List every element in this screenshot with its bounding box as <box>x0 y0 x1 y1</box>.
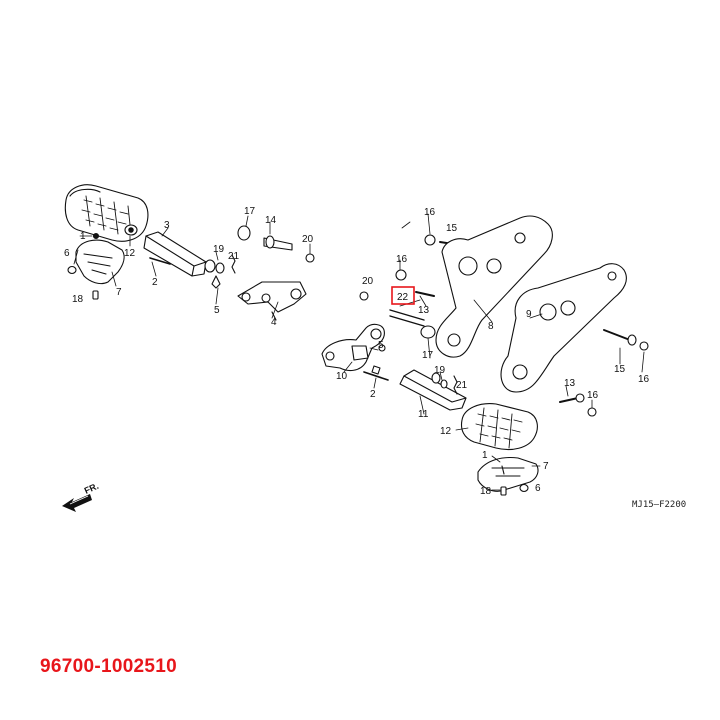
callout-21: 21 <box>228 251 240 262</box>
callout-9: 9 <box>526 309 532 320</box>
callout-7-right: 7 <box>543 461 549 472</box>
center-hardware <box>359 234 467 339</box>
right-pedal-shaft <box>399 369 467 411</box>
callout-8: 8 <box>488 321 494 332</box>
callout-16-right: 16 <box>587 390 599 401</box>
front-direction-label: FR. <box>83 481 100 496</box>
callout-18-right: 18 <box>480 486 492 497</box>
callout-19: 19 <box>213 244 225 255</box>
part-number: 96700-1002510 <box>40 656 178 677</box>
callout-21-center: 21 <box>456 380 468 391</box>
callout-3: 3 <box>164 220 170 231</box>
callout-7: 7 <box>116 287 122 298</box>
callout-10: 10 <box>336 371 348 382</box>
right-hanger-plate-rear <box>500 263 627 393</box>
callout-22: 22 <box>397 292 409 303</box>
right-hardware <box>559 329 649 417</box>
callout-5-center: 5 <box>378 340 384 351</box>
right-hanger-plate-front <box>435 215 553 358</box>
callout-16: 16 <box>424 207 436 218</box>
callout-2-center: 2 <box>370 389 376 400</box>
callout-11: 11 <box>418 409 429 420</box>
callout-5: 5 <box>214 305 220 316</box>
right-footpeg-rubber <box>460 403 538 451</box>
callout-20: 20 <box>302 234 314 245</box>
brake-pedal-arm <box>321 323 389 381</box>
callout-15: 15 <box>446 223 458 234</box>
callout-12-right: 12 <box>440 426 452 437</box>
left-footpeg-rubber <box>64 184 149 242</box>
front-direction-arrow: FR. <box>62 481 100 512</box>
callout-15-right: 15 <box>614 364 626 375</box>
callout-18: 18 <box>72 294 84 305</box>
diagram-code: MJ15—F2200 <box>632 500 686 510</box>
left-pedal-shaft <box>143 231 236 289</box>
callout-13: 13 <box>418 305 430 316</box>
callout-17: 17 <box>244 206 256 217</box>
callout-14: 14 <box>265 215 277 226</box>
left-hanger-bracket <box>237 225 315 321</box>
callout-6: 6 <box>64 248 70 259</box>
callout-4: 4 <box>271 317 277 328</box>
callout-17-center: 17 <box>422 350 434 361</box>
callout-16-far-right: 16 <box>638 374 650 385</box>
right-heel-guard <box>477 456 539 496</box>
callout-19-center: 19 <box>434 365 446 376</box>
callout-20-center: 20 <box>362 276 374 287</box>
callout-1: 1 <box>80 231 86 242</box>
callout-2: 2 <box>152 277 158 288</box>
callout-16-center: 16 <box>396 254 408 265</box>
callout-1-right: 1 <box>482 450 488 461</box>
callout-13-right: 13 <box>564 378 576 389</box>
callout-22-highlight-box <box>391 286 415 305</box>
callout-6-right: 6 <box>535 483 541 494</box>
callout-12: 12 <box>124 248 136 259</box>
callout-labels: 1 2 3 4 5 6 7 8 9 10 11 12 13 14 15 16 1… <box>64 206 650 497</box>
leader-lines <box>73 213 645 491</box>
